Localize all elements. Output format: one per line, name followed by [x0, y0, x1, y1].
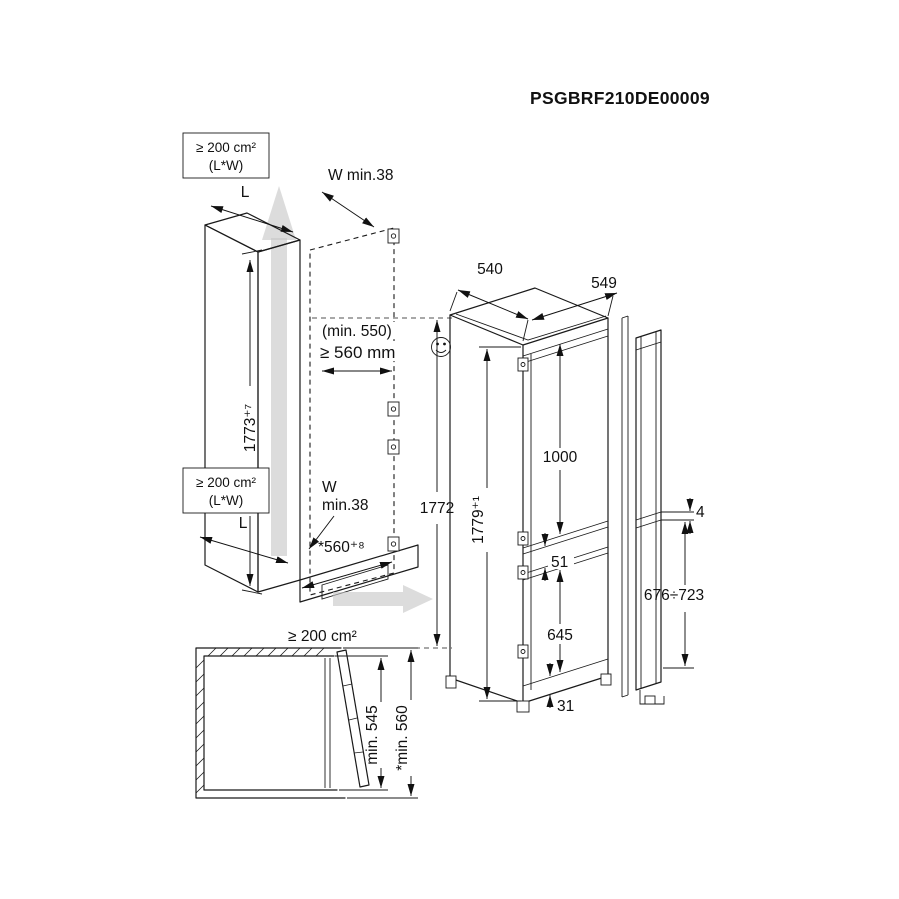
- wall-thickness-bottom: W min.38: [308, 479, 369, 550]
- wall-hatching: [195, 647, 325, 794]
- door-clearance-note: (min. 550) ≥ 560 mm: [316, 322, 451, 375]
- airflow-bottom-arrow: [333, 585, 433, 613]
- appliance-drawing: 540 549 1779⁺¹ 1000 51: [445, 261, 618, 715]
- door-clearance-line2: ≥ 560 mm: [320, 343, 395, 362]
- dim-plinth: 31: [546, 663, 574, 715]
- appliance-foot: [516, 700, 530, 713]
- appliance-top-rim: [455, 313, 607, 341]
- appliance-width-label: 549: [591, 275, 617, 292]
- hinge-icon: [517, 565, 529, 580]
- dim-upper-door: 1000: [543, 344, 578, 534]
- topview-open-door: [336, 649, 370, 788]
- dim-lower-door: 645: [547, 570, 573, 672]
- dim-niche-height: 1773⁺⁷: [241, 249, 263, 595]
- appliance-height-label: 1779⁺¹: [470, 496, 487, 544]
- appliance-foot: [600, 673, 612, 686]
- appliance-foot: [445, 675, 457, 689]
- niche-width-label: *560⁺⁸: [318, 539, 365, 556]
- topview-inner-wall: [203, 655, 338, 791]
- furniture-door: [309, 227, 400, 596]
- upper-door-label: 1000: [543, 449, 578, 466]
- wall-bottom-label-line2: min.38: [322, 497, 369, 514]
- vent-top-label-line2: (L*W): [209, 158, 244, 173]
- smiley-icon: [431, 337, 451, 357]
- model-code-label: PSGBRF210DE00009: [530, 88, 710, 108]
- topview-inner-depth-label: min. 545: [364, 705, 381, 764]
- top-view-drawing: min. 545 *min. 560: [195, 647, 418, 799]
- dim-line-niche-width: [301, 561, 393, 589]
- vent-mid-label-line1: ≥ 200 cm²: [196, 475, 256, 490]
- dim-topview-inner-depth: min. 545: [335, 655, 388, 791]
- appliance-top-face: [449, 287, 609, 346]
- hinge-icon: [517, 644, 529, 659]
- plinth-label: 31: [557, 698, 574, 715]
- dim-panel-gap: 4: [661, 498, 705, 534]
- depth-top-label: L: [241, 184, 250, 201]
- hinge-icon: [517, 357, 529, 372]
- dim-door-gap: 51: [541, 533, 574, 581]
- niche-height-label: 1773⁺⁷: [242, 404, 259, 452]
- hinge-icon: [387, 228, 400, 244]
- door-gap-label: 51: [551, 554, 568, 571]
- appliance-depth-label: 540: [477, 261, 503, 278]
- door-clearance-line1: (min. 550): [322, 323, 392, 340]
- panel-range-label: 676÷723: [644, 587, 704, 604]
- niche-drawing: ≥ 200 cm² (L*W) L W min.38 1773⁺⁷ ≥ 200 …: [182, 132, 454, 649]
- hinge-icon: [387, 439, 400, 455]
- door-panel: [635, 329, 665, 705]
- dim-line-depth-top: [210, 205, 294, 233]
- lower-door-label: 645: [547, 627, 573, 644]
- dim-line-depth-bottom: [199, 536, 289, 564]
- dim-width: 549: [531, 275, 618, 321]
- wall-thickness-top-label: W min.38: [328, 167, 393, 184]
- topview-outer-wall: [195, 647, 346, 799]
- topview-total-depth-label: *min. 560: [394, 705, 411, 771]
- vent-bottom-label: ≥ 200 cm²: [288, 628, 357, 645]
- vent-area-mid: ≥ 200 cm² (L*W): [182, 467, 270, 514]
- decor-panel-drawing: 4 676÷723: [621, 315, 705, 705]
- panel-bracket-foot: [644, 695, 656, 705]
- vent-area-top: ≥ 200 cm² (L*W): [182, 132, 270, 179]
- dim-panel-range: 676÷723: [644, 522, 704, 669]
- hinge-icon: [387, 401, 400, 417]
- hinge-icon: [517, 531, 529, 546]
- dim-topview-total-depth: *min. 560: [343, 647, 418, 799]
- vent-mid-label-line2: (L*W): [209, 493, 244, 508]
- hinge-icon: [387, 536, 400, 552]
- inner-height-label: 1772: [420, 500, 454, 517]
- dim-height: 1779⁺¹: [470, 346, 521, 702]
- dim-line-wall-top: [321, 191, 375, 228]
- side-wall: [621, 315, 629, 698]
- vent-top-label-line1: ≥ 200 cm²: [196, 140, 256, 155]
- dim-depth: 540: [449, 261, 529, 342]
- wall-bottom-label-line1: W: [322, 479, 337, 496]
- panel-gap-label: 4: [696, 504, 705, 521]
- depth-bottom-label: L: [239, 515, 248, 532]
